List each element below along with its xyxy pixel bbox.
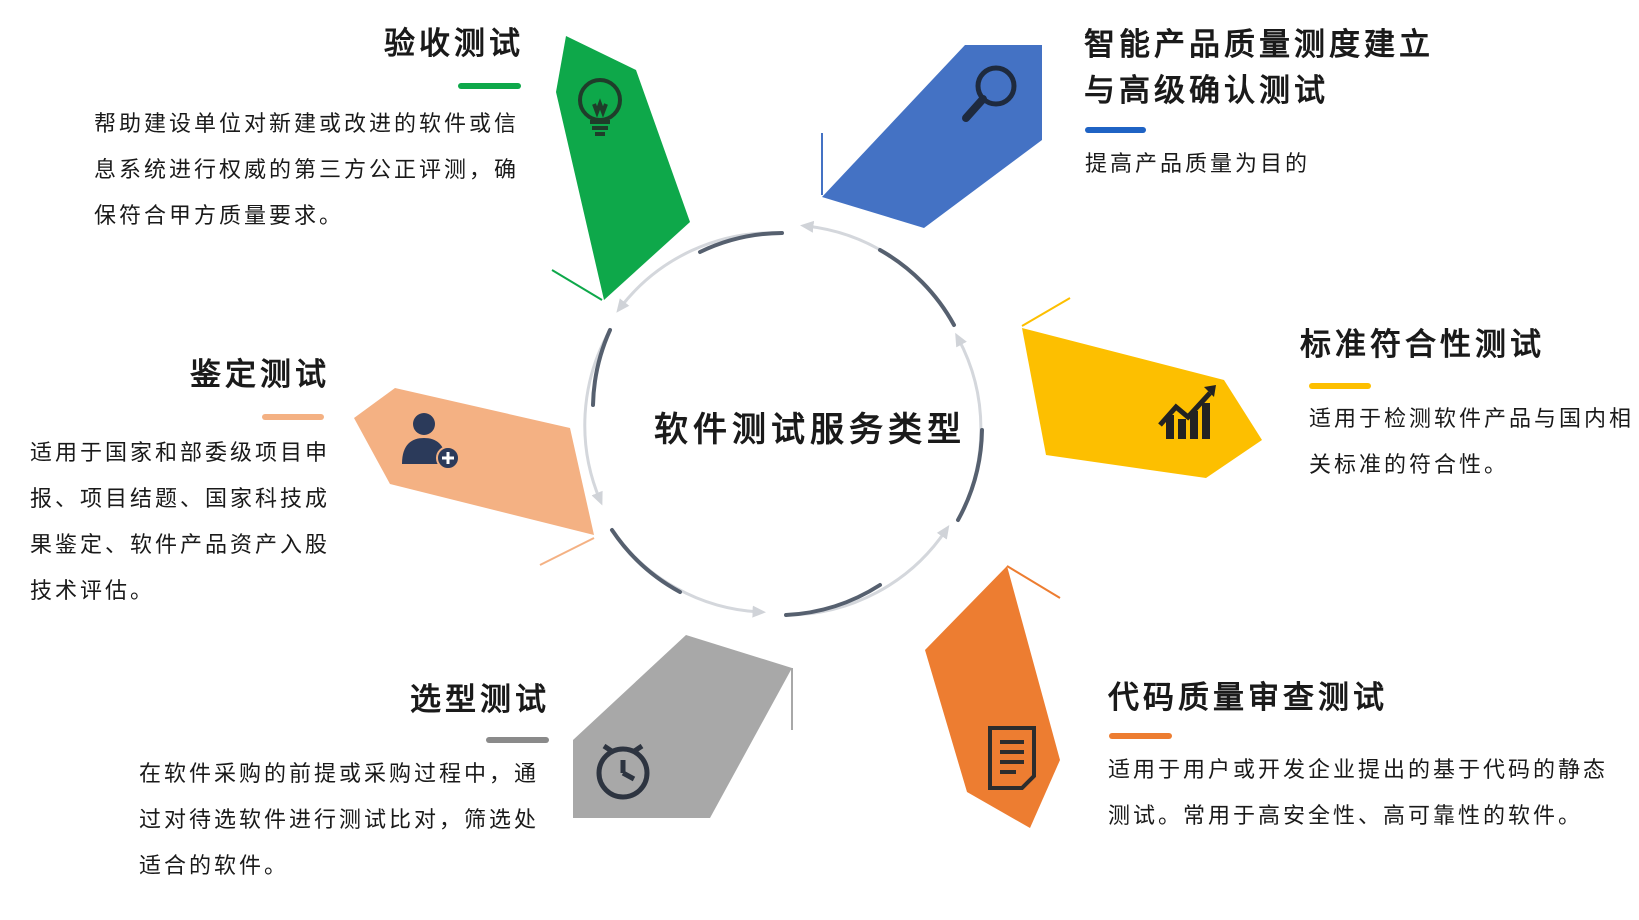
desc-appraisal-test: 适用于国家和部委级项目申报、项目结题、国家科技成果鉴定、软件产品资产入股技术评估… — [30, 441, 331, 604]
cycle-arc-tr — [800, 220, 956, 327]
stopwatch-icon — [596, 743, 650, 800]
accent-bar-orange — [1109, 733, 1172, 739]
petal-peach — [354, 388, 595, 566]
accent-bar-green — [458, 83, 521, 89]
petal-orange — [925, 565, 1061, 828]
lightbulb-icon — [578, 78, 622, 136]
title-standard-conformance: 标准符合性测试 — [1300, 327, 1545, 363]
chart-growth-icon — [1158, 385, 1216, 439]
petal-blue — [821, 45, 1042, 228]
document-icon — [988, 726, 1036, 790]
title-selection-test: 选型测试 — [410, 682, 550, 718]
title-intelligent-quality-line2: 与高级确认测试 — [1084, 73, 1329, 109]
cycle-arc-left — [583, 328, 612, 506]
desc-selection-test: 在软件采购的前提或采购过程中，通过对待选软件进行测试比对，筛选处适合的软件。 — [139, 762, 540, 879]
title-intelligent-quality-line1: 智能产品质量测度建立 — [1084, 27, 1434, 63]
center-title: 软件测试服务类型 — [654, 410, 966, 450]
title-code-review-test: 代码质量审查测试 — [1108, 680, 1388, 716]
accent-bar-peach — [262, 414, 324, 420]
cycle-arc-br — [784, 525, 950, 617]
petal-gray — [573, 635, 793, 818]
accent-bar-blue — [1085, 127, 1146, 133]
title-appraisal-test: 鉴定测试 — [190, 357, 330, 393]
petal-green — [551, 36, 690, 301]
cycle-arc-bottom — [610, 528, 766, 618]
cycle-ring — [583, 220, 984, 618]
petal-yellow — [1021, 297, 1262, 478]
desc-acceptance-test: 帮助建设单位对新建或改进的软件或信息系统进行权威的第三方公正评测，确保符合甲方质… — [94, 112, 520, 229]
title-acceptance-test: 验收测试 — [384, 26, 524, 62]
desc-code-review-test: 适用于用户或开发企业提出的基于代码的静态测试。常用于高安全性、高可靠性的软件。 — [1108, 758, 1609, 829]
desc-standard-conformance: 适用于检测软件产品与国内相关标准的符合性。 — [1309, 407, 1635, 478]
desc-intelligent-quality: 提高产品质量为目的 — [1085, 152, 1311, 177]
accent-bar-yellow — [1309, 383, 1371, 389]
user-add-icon — [402, 413, 460, 470]
accent-bar-gray — [486, 737, 549, 743]
search-icon — [962, 65, 1017, 122]
